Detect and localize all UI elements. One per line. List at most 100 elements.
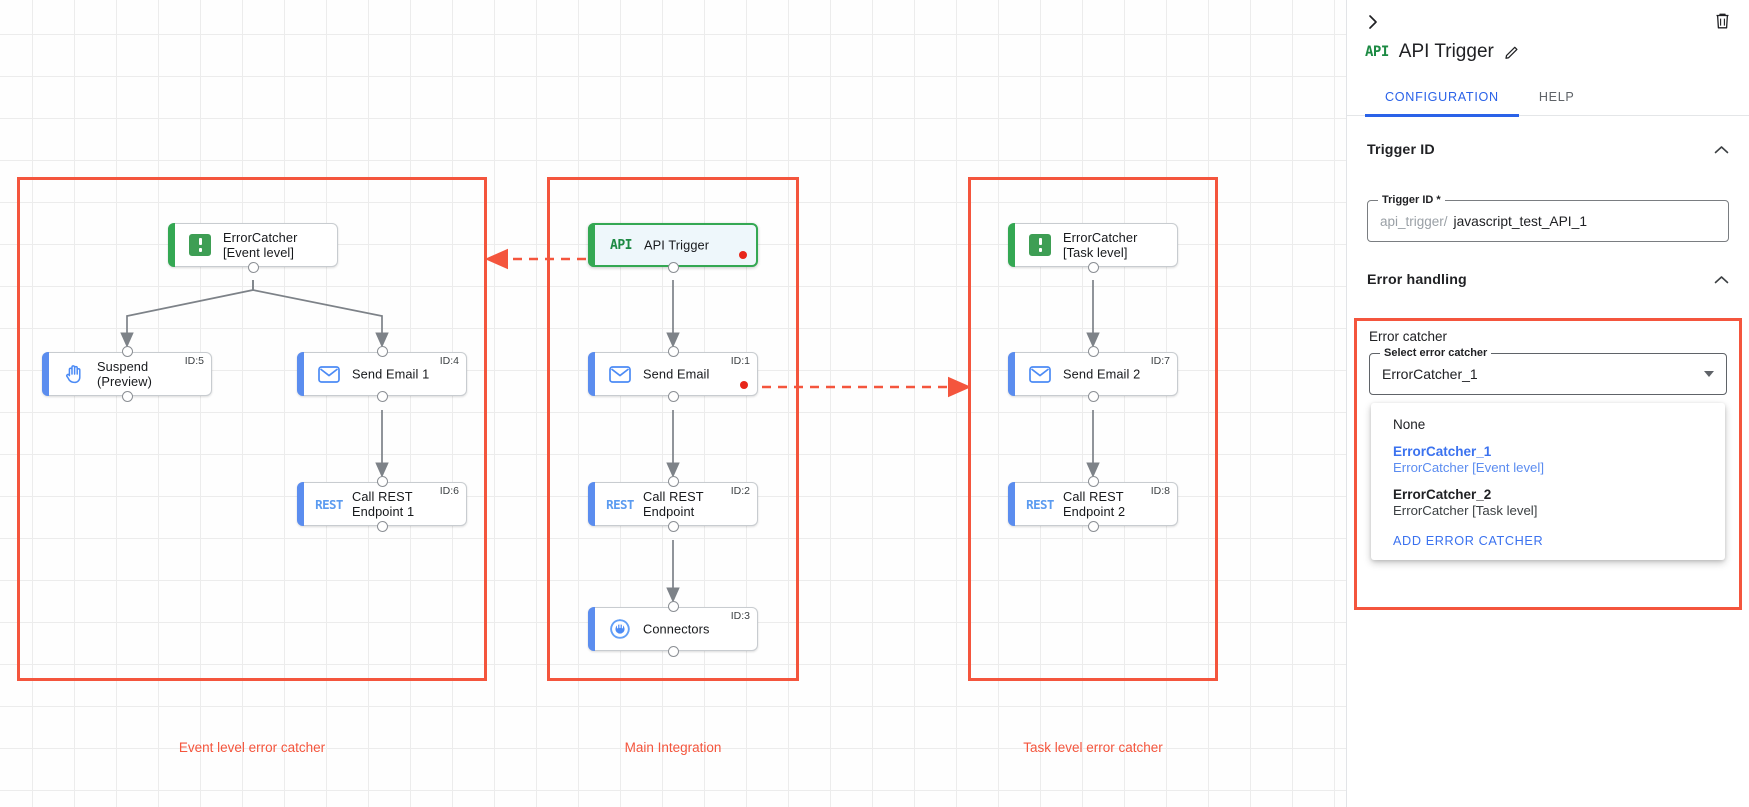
node-icon: API xyxy=(608,232,634,258)
tab-help[interactable]: HELP xyxy=(1538,90,1575,104)
node-port-in[interactable] xyxy=(121,346,133,357)
dropdown-option-sublabel: ErrorCatcher [Task level] xyxy=(1393,503,1538,518)
rest-icon: REST xyxy=(315,496,343,512)
envelope-icon xyxy=(1029,365,1051,383)
error-catcher-icon xyxy=(189,234,211,256)
node-call-rest-endpoint-1[interactable]: REST Call REST Endpoint 1 ID:6 xyxy=(297,482,467,526)
node-label: Send Email 1 xyxy=(352,366,430,382)
node-icon xyxy=(316,361,342,387)
node-id-badge: ID:6 xyxy=(439,485,459,497)
trash-icon[interactable] xyxy=(1709,8,1735,34)
tab-configuration[interactable]: CONFIGURATION xyxy=(1365,78,1519,117)
node-accent-stripe xyxy=(588,352,595,396)
node-suspend-preview[interactable]: Suspend (Preview) ID:5 xyxy=(42,352,212,396)
node-port-out[interactable] xyxy=(121,391,133,402)
chevron-down-icon[interactable] xyxy=(1704,371,1714,377)
node-label: Call REST Endpoint 2 xyxy=(1063,488,1126,519)
node-icon xyxy=(187,232,213,258)
dropdown-option-label: None xyxy=(1393,417,1426,432)
node-port-out[interactable] xyxy=(667,262,679,273)
node-label: Suspend (Preview) xyxy=(97,358,152,389)
error-catcher-group: Error catcher Select error catcher Error… xyxy=(1354,318,1742,610)
section-error-handling-title: Error handling xyxy=(1367,272,1467,288)
status-dot xyxy=(739,251,747,259)
hand-icon xyxy=(66,365,81,384)
node-port-in[interactable] xyxy=(376,476,388,487)
trigger-id-field[interactable]: Trigger ID * api_trigger/ javascript_tes… xyxy=(1367,194,1729,242)
node-port-out[interactable] xyxy=(376,521,388,532)
node-accent-stripe xyxy=(168,223,175,267)
trigger-id-input[interactable]: javascript_test_API_1 xyxy=(1453,213,1587,229)
chevron-up-icon[interactable] xyxy=(1714,273,1729,288)
node-id-badge: ID:8 xyxy=(1150,485,1170,497)
pencil-icon[interactable] xyxy=(1504,44,1520,60)
section-trigger-id-title: Trigger ID xyxy=(1367,142,1435,158)
node-accent-stripe xyxy=(1008,352,1015,396)
node-icon xyxy=(1027,232,1053,258)
node-label: ErrorCatcher [Event level] xyxy=(223,229,298,260)
section-error-handling[interactable]: Error handling xyxy=(1347,258,1749,302)
node-port-out[interactable] xyxy=(1087,262,1099,273)
dropdown-option-none[interactable]: None xyxy=(1371,411,1725,438)
panel-title-row: API API Trigger xyxy=(1365,41,1520,63)
rest-icon: REST xyxy=(606,496,634,512)
envelope-icon xyxy=(318,365,340,383)
group-box-1 xyxy=(547,177,799,681)
node-errorcatcher-event-level[interactable]: ErrorCatcher [Event level] xyxy=(168,223,338,267)
panel-header xyxy=(1347,0,1749,44)
group-label-1: Main Integration xyxy=(624,740,722,755)
api-icon: API xyxy=(610,237,632,253)
node-id-badge: ID:1 xyxy=(730,355,750,367)
node-port-in[interactable] xyxy=(667,476,679,487)
node-label: Call REST Endpoint 1 xyxy=(352,488,415,519)
add-error-catcher-button[interactable]: ADD ERROR CATCHER xyxy=(1393,534,1544,548)
node-accent-stripe xyxy=(297,482,304,526)
api-icon: API xyxy=(1365,44,1389,60)
status-dot xyxy=(740,381,748,389)
select-error-catcher[interactable]: Select error catcher ErrorCatcher_1 xyxy=(1369,347,1727,395)
node-id-badge: ID:5 xyxy=(184,355,204,367)
dropdown-option-sublabel: ErrorCatcher [Event level] xyxy=(1393,460,1544,475)
select-error-catcher-label: Select error catcher xyxy=(1380,347,1492,359)
envelope-icon xyxy=(609,365,631,383)
node-port-out[interactable] xyxy=(667,521,679,532)
chevron-right-icon[interactable] xyxy=(1359,8,1387,36)
node-icon: REST xyxy=(1026,491,1054,517)
node-port-out[interactable] xyxy=(667,646,679,657)
node-errorcatcher-task-level[interactable]: ErrorCatcher [Task level] xyxy=(1008,223,1178,267)
node-accent-stripe xyxy=(1008,223,1015,267)
node-send-email-1[interactable]: Send Email 1 ID:4 xyxy=(297,352,467,396)
node-accent-stripe xyxy=(588,223,595,267)
dropdown-option-errorcatcher-2[interactable]: ErrorCatcher_2 ErrorCatcher [Task level] xyxy=(1371,481,1725,524)
node-call-rest-endpoint-2[interactable]: REST Call REST Endpoint 2 ID:8 xyxy=(1008,482,1178,526)
node-port-out[interactable] xyxy=(376,391,388,402)
node-port-out[interactable] xyxy=(1087,391,1099,402)
node-port-out[interactable] xyxy=(667,391,679,402)
dropdown-option-errorcatcher-1[interactable]: ErrorCatcher_1 ErrorCatcher [Event level… xyxy=(1371,438,1725,481)
properties-panel: API API Trigger CONFIGURATION HELP Trigg… xyxy=(1346,0,1749,807)
dropdown-option-label: ErrorCatcher_1 xyxy=(1393,444,1492,459)
section-trigger-id[interactable]: Trigger ID xyxy=(1347,128,1749,172)
node-label: Call REST Endpoint xyxy=(643,488,704,519)
node-label: Connectors xyxy=(643,621,710,637)
node-port-in[interactable] xyxy=(1087,346,1099,357)
node-port-in[interactable] xyxy=(667,601,679,612)
node-port-out[interactable] xyxy=(1087,521,1099,532)
node-accent-stripe xyxy=(297,352,304,396)
node-port-in[interactable] xyxy=(667,346,679,357)
node-id-badge: ID:4 xyxy=(439,355,459,367)
node-port-in[interactable] xyxy=(1087,476,1099,487)
node-icon xyxy=(607,616,633,642)
node-icon xyxy=(61,361,87,387)
node-port-out[interactable] xyxy=(247,262,259,273)
node-port-in[interactable] xyxy=(376,346,388,357)
rest-icon: REST xyxy=(1026,496,1054,512)
node-accent-stripe xyxy=(1008,482,1015,526)
chevron-up-icon[interactable] xyxy=(1714,143,1729,158)
